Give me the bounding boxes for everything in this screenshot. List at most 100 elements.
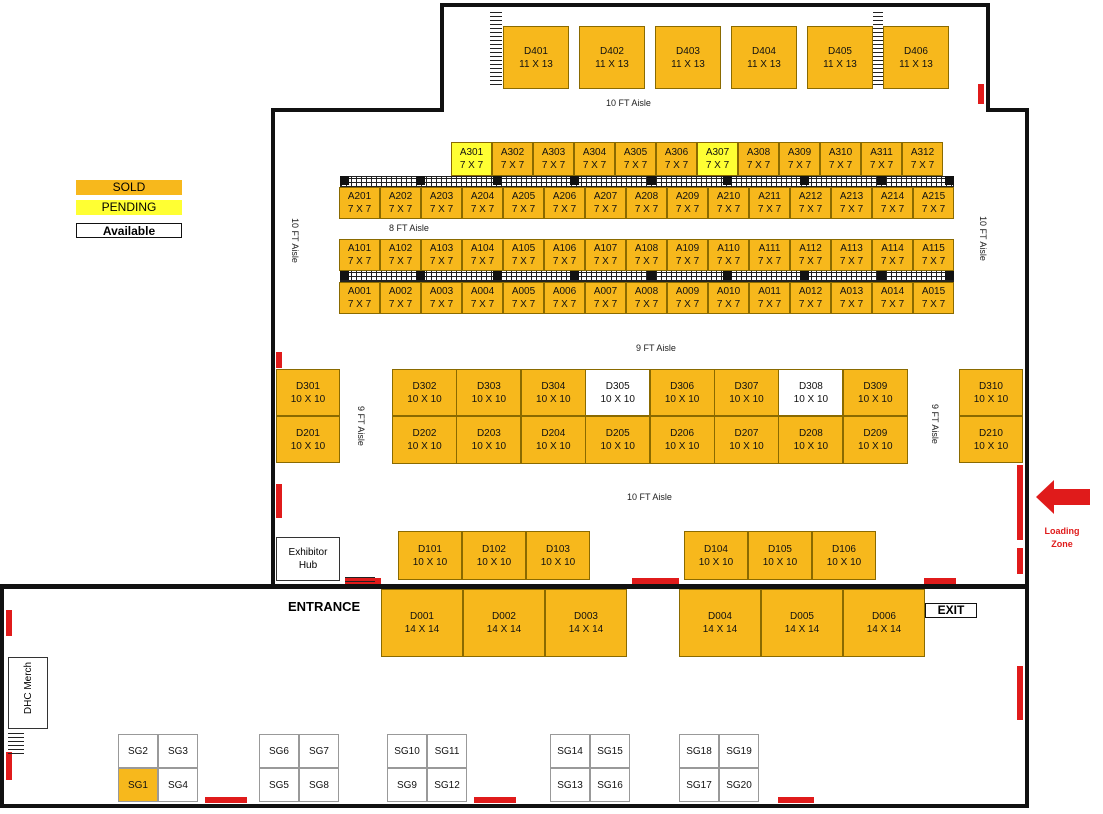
- dhc-merch[interactable]: DHC Merch: [8, 657, 48, 729]
- booth-sg9[interactable]: SG9: [387, 768, 427, 802]
- booth-sg2[interactable]: SG2: [118, 734, 158, 768]
- booth-sg11[interactable]: SG11: [427, 734, 467, 768]
- booth-sg15[interactable]: SG15: [590, 734, 630, 768]
- booth-sg12[interactable]: SG12: [427, 768, 467, 802]
- exhibitor-hub[interactable]: Exhibitor Hub: [276, 537, 340, 581]
- booth-sg3[interactable]: SG3: [158, 734, 198, 768]
- booth-sg4[interactable]: SG4: [158, 768, 198, 802]
- booth-sg20[interactable]: SG20: [719, 768, 759, 802]
- booth-sg5[interactable]: SG5: [259, 768, 299, 802]
- booth-sg13[interactable]: SG13: [550, 768, 590, 802]
- booth-sg14[interactable]: SG14: [550, 734, 590, 768]
- booth-sg8[interactable]: SG8: [299, 768, 339, 802]
- booth-sg1[interactable]: SG1: [118, 768, 158, 802]
- booth-sg18[interactable]: SG18: [679, 734, 719, 768]
- booth-sg17[interactable]: SG17: [679, 768, 719, 802]
- booth-sg19[interactable]: SG19: [719, 734, 759, 768]
- booth-sg16[interactable]: SG16: [590, 768, 630, 802]
- booth-sg6[interactable]: SG6: [259, 734, 299, 768]
